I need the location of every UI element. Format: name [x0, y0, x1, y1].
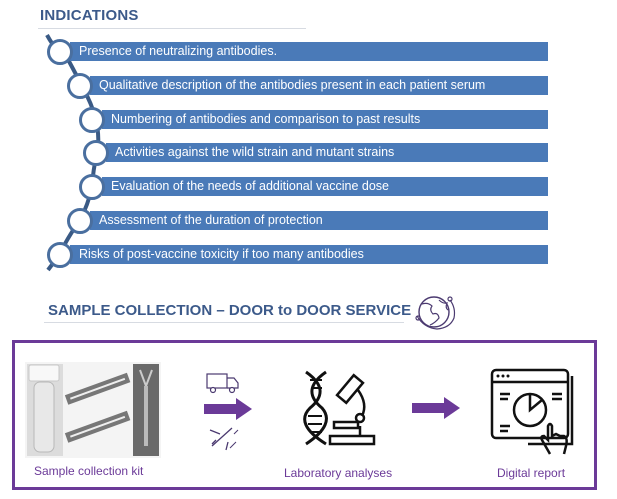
globe-icon — [415, 296, 456, 330]
step-label: Laboratory analyses — [284, 466, 393, 480]
bullet-circle-icon — [47, 242, 73, 268]
digital-report-icon — [490, 368, 574, 455]
indication-bar: Assessment of the duration of protection — [90, 211, 548, 230]
indication-label: Activities against the wild strain and m… — [115, 145, 395, 159]
indication-bar: Evaluation of the needs of additional va… — [102, 177, 548, 196]
title-divider — [44, 322, 404, 323]
indication-bar: Qualitative description of the antibodie… — [90, 76, 548, 95]
workflow-panel — [12, 340, 597, 490]
dna-microscope-icon — [303, 370, 376, 446]
bullet-circle-icon — [47, 39, 73, 65]
indication-label: Presence of neutralizing antibodies. — [79, 44, 278, 58]
indication-bar: Presence of neutralizing antibodies. — [70, 42, 548, 61]
airplane-icon — [209, 427, 239, 451]
indication-label: Risks of post-vaccine toxicity if too ma… — [79, 247, 364, 261]
truck-icon — [206, 373, 239, 394]
indication-bar: Risks of post-vaccine toxicity if too ma… — [70, 245, 548, 264]
bullet-circle-icon — [79, 174, 105, 200]
step-label: Digital report — [497, 466, 566, 480]
title-divider — [38, 28, 306, 29]
indication-label: Evaluation of the needs of additional va… — [111, 179, 389, 193]
arrow-right-icon — [204, 398, 252, 420]
sample-kit-image — [25, 362, 161, 458]
indication-bar: Numbering of antibodies and comparison t… — [102, 110, 548, 129]
bullet-circle-icon — [67, 208, 93, 234]
bullet-circle-icon — [83, 140, 109, 166]
step-label: Sample collection kit — [34, 464, 144, 478]
indication-bar: Activities against the wild strain and m… — [106, 143, 548, 162]
bullet-circle-icon — [79, 107, 105, 133]
indication-label: Qualitative description of the antibodie… — [99, 78, 486, 92]
indication-label: Numbering of antibodies and comparison t… — [111, 112, 421, 126]
sample-collection-title: SAMPLE COLLECTION – DOOR to DOOR SERVICE — [48, 302, 412, 319]
indications-title: INDICATIONS — [40, 7, 139, 24]
arrow-right-icon — [412, 397, 460, 419]
bullet-circle-icon — [67, 73, 93, 99]
indication-label: Assessment of the duration of protection — [99, 213, 323, 227]
